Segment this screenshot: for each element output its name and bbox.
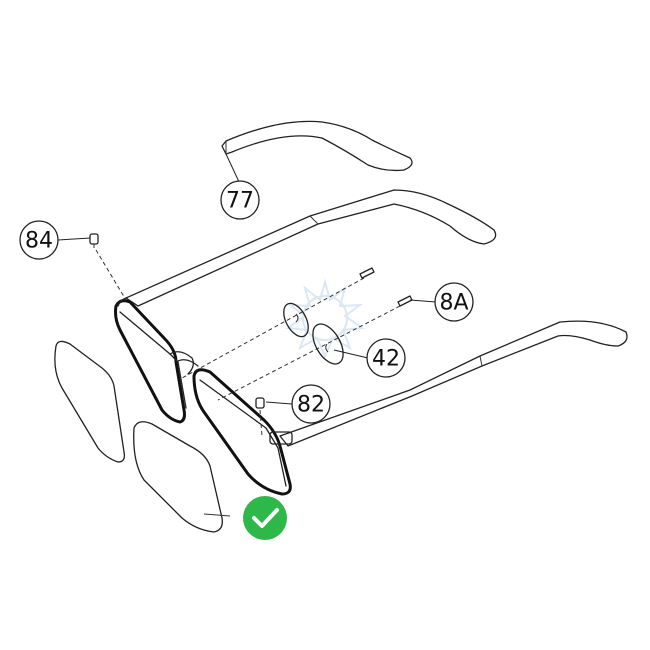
temple-tip-part (221, 120, 413, 172)
upper-temple-part (125, 189, 497, 307)
callout-42: 42 (366, 338, 406, 378)
callout-77: 77 (220, 180, 260, 220)
lower-temple-part (279, 320, 628, 447)
frame-front-part (114, 297, 293, 496)
check-badge (243, 496, 287, 540)
pad-arm-screw-part (255, 397, 265, 409)
hinge-screw-part (89, 233, 99, 248)
check-badge-circle (243, 496, 287, 540)
pad-screw-lower-part (397, 295, 413, 307)
checkmark-icon (252, 508, 279, 528)
callout-8a: 8A (434, 282, 474, 322)
callout-42-label: 42 (372, 347, 400, 372)
left-lens-part (54, 340, 126, 463)
right-lens-part (133, 421, 231, 533)
nose-pad-lower-part (312, 323, 344, 365)
nose-pad-upper-part (283, 302, 309, 338)
pad-screw-upper-part (359, 267, 375, 279)
leader-lines (57, 153, 437, 405)
callout-84-label: 84 (25, 229, 53, 254)
assembly-lines (95, 249, 401, 437)
callout-84: 84 (19, 220, 59, 260)
callout-8a-label: 8A (439, 291, 468, 316)
watermark-logo (285, 278, 365, 359)
callout-77-label: 77 (226, 189, 254, 214)
callout-82-label: 82 (297, 393, 325, 418)
callout-82: 82 (291, 384, 331, 424)
